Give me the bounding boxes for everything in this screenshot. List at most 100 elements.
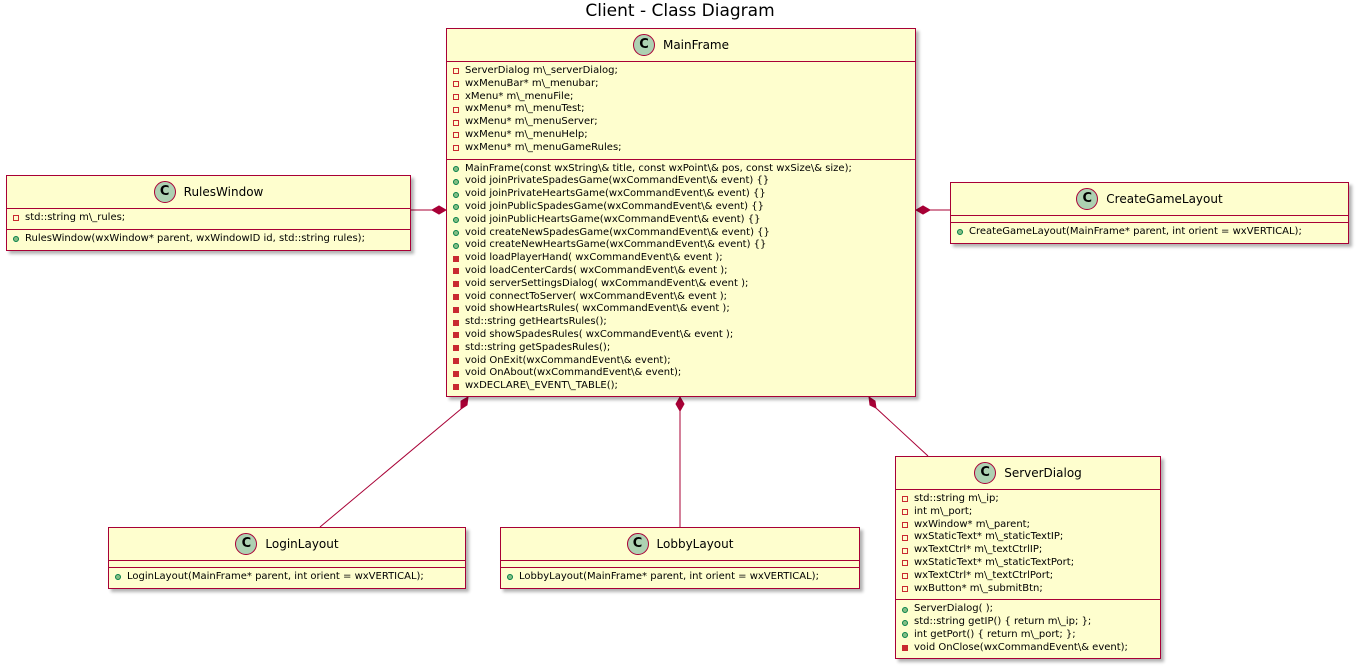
field-row: xMenu* m\_menuFile; [453, 91, 911, 104]
field-text: wxMenu* m\_menuGameRules; [465, 141, 622, 153]
method-text: std::string getIP() { return m\_ip; }; [914, 616, 1092, 628]
class-loginlayout: C LoginLayout LoginLayout(MainFrame* par… [108, 527, 466, 589]
method-text: void serverSettingsDialog( wxCommandEven… [465, 277, 749, 289]
public-visibility-icon [453, 229, 459, 236]
method-text: std::string getSpadesRules(); [465, 341, 611, 353]
fields-section: std::string m\_ip; int m\_port; wxWindow… [896, 490, 1160, 599]
method-row: void OnAbout(wxCommandEvent\& event); [453, 367, 911, 380]
method-text: void OnClose(wxCommandEvent\& event); [914, 641, 1128, 653]
class-header: C LobbyLayout [501, 528, 859, 561]
field-row: wxStaticText* m\_staticTextIP; [902, 531, 1156, 544]
method-text: RulesWindow(wxWindow* parent, wxWindowID… [25, 232, 365, 244]
method-text: void loadPlayerHand( wxCommandEvent\& ev… [465, 252, 723, 264]
method-text: void createNewSpadesGame(wxCommandEvent\… [465, 226, 770, 238]
method-text: LoginLayout(MainFrame* parent, int orien… [127, 571, 424, 582]
class-header: C LoginLayout [109, 528, 465, 561]
field-text: int m\_port; [914, 505, 973, 517]
relation-mainframe-serverdialog [868, 395, 929, 457]
private-visibility-icon [453, 255, 459, 262]
class-header: C CreateGameLayout [951, 183, 1348, 216]
field-row: wxMenu* m\_menuServer; [453, 116, 911, 129]
private-visibility-icon [453, 319, 459, 326]
public-visibility-icon [902, 632, 908, 639]
method-row: void createNewHeartsGame(wxCommandEvent\… [453, 239, 911, 252]
method-text: void showHeartsRules( wxCommandEvent\& e… [465, 303, 730, 315]
field-row: wxMenuBar* m\_menubar; [453, 78, 911, 91]
method-text: void OnAbout(wxCommandEvent\& event); [465, 367, 682, 379]
public-visibility-icon [453, 191, 459, 198]
public-visibility-icon [13, 236, 19, 243]
class-name: MainFrame [662, 38, 730, 52]
method-row: CreateGameLayout(MainFrame* parent, int … [957, 226, 1344, 239]
field-text: ServerDialog m\_serverDialog; [465, 65, 618, 76]
class-ruleswindow: C RulesWindow std::string m\_rules; Rule… [6, 175, 411, 251]
class-badge-icon: C [632, 34, 655, 56]
private-visibility-icon [453, 106, 459, 113]
class-header: C ServerDialog [896, 457, 1160, 490]
private-visibility-icon [902, 509, 908, 516]
private-visibility-icon [453, 306, 459, 313]
method-text: void joinPublicHeartsGame(wxCommandEvent… [465, 213, 761, 225]
method-row: void joinPrivateSpadesGame(wxCommandEven… [453, 175, 911, 188]
method-text: void joinPrivateSpadesGame(wxCommandEven… [465, 175, 770, 187]
method-row: wxDECLARE\_EVENT\_TABLE(); [453, 380, 911, 393]
class-name: LoginLayout [265, 537, 339, 551]
class-name: LobbyLayout [656, 537, 734, 551]
field-row: wxMenu* m\_menuTest; [453, 103, 911, 116]
method-row: void createNewSpadesGame(wxCommandEvent\… [453, 227, 911, 240]
private-visibility-icon [453, 383, 459, 390]
method-row: std::string getHeartsRules(); [453, 316, 911, 329]
method-row: void joinPrivateHeartsGame(wxCommandEven… [453, 188, 911, 201]
private-visibility-icon [902, 547, 908, 554]
field-text: std::string m\_rules; [25, 212, 126, 223]
method-row: RulesWindow(wxWindow* parent, wxWindowID… [13, 233, 406, 246]
private-visibility-icon [453, 93, 459, 100]
method-text: void joinPublicSpadesGame(wxCommandEvent… [465, 200, 764, 212]
class-header: C RulesWindow [7, 176, 410, 209]
method-text: int getPort() { return m\_port; }; [914, 628, 1076, 640]
class-name: ServerDialog [1004, 466, 1082, 480]
class-serverdialog: C ServerDialog std::string m\_ip; int m\… [895, 456, 1161, 659]
method-row: LobbyLayout(MainFrame* parent, int orien… [507, 571, 855, 584]
public-visibility-icon [453, 204, 459, 211]
public-visibility-icon [902, 619, 908, 626]
private-visibility-icon [453, 68, 459, 75]
method-row: void serverSettingsDialog( wxCommandEven… [453, 278, 911, 291]
private-visibility-icon [453, 132, 459, 139]
public-visibility-icon [453, 178, 459, 185]
field-text: std::string m\_ip; [914, 493, 999, 504]
field-row: wxMenu* m\_menuHelp; [453, 129, 911, 142]
method-row: ServerDialog( ); [902, 603, 1156, 616]
method-row: void connectToServer( wxCommandEvent\& e… [453, 291, 911, 304]
method-row: void OnClose(wxCommandEvent\& event); [902, 642, 1156, 655]
field-text: wxMenuBar* m\_menubar; [465, 77, 599, 89]
relation-mainframe-lobbylayout [675, 395, 685, 527]
private-visibility-icon [902, 573, 908, 580]
methods-section: ServerDialog( ); std::string getIP() { r… [896, 599, 1160, 658]
private-visibility-icon [453, 370, 459, 377]
class-badge-icon: C [153, 181, 176, 203]
methods-section: LobbyLayout(MainFrame* parent, int orien… [501, 567, 859, 588]
private-visibility-icon [902, 560, 908, 567]
class-mainframe: C MainFrame ServerDialog m\_serverDialog… [446, 28, 916, 397]
method-row: void OnExit(wxCommandEvent\& event); [453, 355, 911, 368]
field-row: wxTextCtrl* m\_textCtrlIP; [902, 544, 1156, 557]
private-visibility-icon [902, 521, 908, 528]
method-row: std::string getIP() { return m\_ip; }; [902, 616, 1156, 629]
public-visibility-icon [453, 217, 459, 224]
field-text: xMenu* m\_menuFile; [465, 90, 574, 102]
method-text: CreateGameLayout(MainFrame* parent, int … [969, 226, 1302, 237]
public-visibility-icon [453, 242, 459, 249]
class-badge-icon: C [235, 533, 258, 555]
class-badge-icon: C [1076, 188, 1099, 210]
method-row: MainFrame(const wxString\& title, const … [453, 163, 911, 176]
class-badge-icon: C [974, 462, 997, 484]
methods-section: RulesWindow(wxWindow* parent, wxWindowID… [7, 228, 410, 250]
methods-section: CreateGameLayout(MainFrame* parent, int … [951, 222, 1348, 243]
field-text: wxMenu* m\_menuHelp; [465, 128, 588, 140]
field-text: wxButton* m\_submitBtn; [914, 582, 1043, 594]
relation-mainframe-ruleswindow [411, 205, 448, 215]
public-visibility-icon [957, 229, 963, 236]
method-text: void joinPrivateHeartsGame(wxCommandEven… [465, 188, 766, 200]
